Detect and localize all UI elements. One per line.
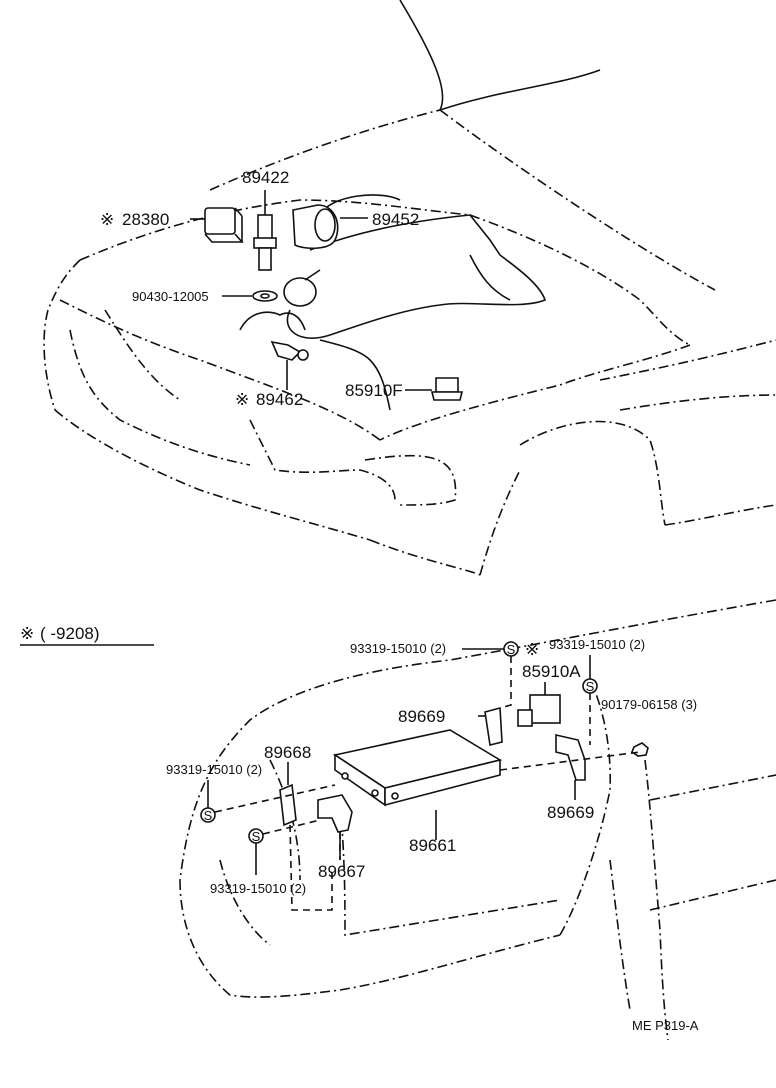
svg-text:S: S (204, 808, 213, 823)
relay-85910F (405, 377, 464, 401)
screw-topright: S (582, 655, 598, 694)
label-93319-top: 93319-15010 (2) (350, 641, 446, 656)
label-90179: 90179-06158 (3) (601, 697, 697, 712)
note-range: ( -9208) (40, 624, 100, 643)
note-mark: ※ (20, 624, 34, 643)
relay-85910A (517, 682, 561, 727)
label-89668: 89668 (264, 743, 311, 762)
label-93319-bottom: 93319-15010 (2) (210, 881, 306, 896)
bracket-89669-b (555, 733, 586, 800)
screw-bottom: S (248, 828, 264, 875)
label-89462: 89462 (256, 390, 303, 409)
svg-text:S: S (507, 642, 516, 657)
washer-90430 (222, 290, 278, 302)
label-93319-topright: 93319-15010 (2) (549, 637, 645, 652)
relay-28380 (204, 207, 244, 243)
horn-cap (283, 269, 321, 307)
label-90430: 90430-12005 (132, 289, 209, 304)
mark-28380: ※ (100, 210, 114, 229)
label-89452: 89452 (372, 210, 419, 229)
nut-90179 (631, 742, 649, 757)
bracket-89668 (279, 762, 297, 827)
figure-code: ME P319-A (632, 1018, 699, 1033)
mark-85910A: ※ (525, 640, 539, 659)
ecu-89661 (332, 729, 503, 840)
bracket-89669-a (478, 706, 503, 746)
label-28380: 28380 (122, 210, 169, 229)
engine-outline (239, 194, 546, 411)
label-89667: 89667 (318, 862, 365, 881)
label-93319-left: 93319-15010 (2) (166, 762, 262, 777)
label-89669-a: 89669 (398, 707, 445, 726)
label-89422: 89422 (242, 168, 289, 187)
mark-89462: ※ (235, 390, 249, 409)
label-89669-b: 89669 (547, 803, 594, 822)
assembly-lines (214, 656, 641, 911)
sensor-89462 (270, 340, 309, 390)
screw-top: S (462, 641, 519, 657)
label-89661: 89661 (409, 836, 456, 855)
label-85910F: 85910F (345, 381, 403, 400)
svg-text:S: S (252, 829, 261, 844)
sensor-89422 (253, 190, 277, 271)
svg-text:S: S (586, 679, 595, 694)
label-85910A: 85910A (522, 662, 581, 681)
bracket-89667 (317, 794, 353, 860)
part-89452 (292, 204, 368, 250)
car-front-outline (43, 0, 776, 576)
interior-outline (179, 599, 776, 1041)
screw-left: S (200, 780, 216, 823)
